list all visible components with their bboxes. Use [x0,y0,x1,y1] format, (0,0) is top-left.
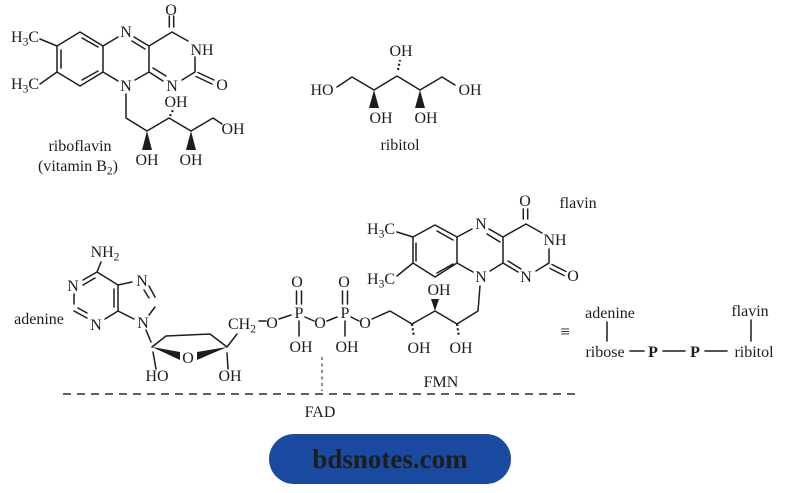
ribitol-oh-bottom-left-label: OH [369,110,393,127]
ribitol-ho-left-label: HO [310,82,333,99]
fad-ribose-structure: O HO OH CH2 [145,314,292,385]
flavin-nh-label: NH [543,232,567,249]
riboflavin-oh-hash-bond [169,107,175,117]
schematic-adenine-label: adenine [585,305,635,322]
phosphate-p2-oh-label: OH [335,339,359,356]
ribose-skeleton [151,314,292,370]
phosphate-p2-label: P [341,305,350,322]
ribose-ho-label: HO [145,368,168,385]
ribitol-oh-right-label: OH [458,82,482,99]
riboflavin-structure: H3C H3C N N NH N O O OH OH OH OH ribofla… [11,2,245,178]
flavin-n5-label: N [475,216,487,233]
schematic-p-right-label: P [690,344,700,361]
ribitol-oh-hash-bond [396,59,402,71]
ribose-ch2-label: CH2 [228,316,256,336]
riboflavin-chain-oh-terminal-label: OH [221,121,245,138]
ribityl-hash-bonds [410,323,461,338]
riboflavin-wedge-right [186,131,196,150]
schematic-p-left-label: P [648,344,658,361]
ribityl-oh-left-label: OH [407,340,431,357]
diphosphate-skeleton [295,285,481,337]
riboflavin-chain-oh-right-label: OH [179,152,203,169]
ribityl-oh-top-label: OH [427,282,451,299]
fad-label: FAD [305,404,336,421]
riboflavin-nh-label: NH [190,42,214,59]
ribitol-oh-bottom-right-label: OH [414,110,438,127]
phosphate-p1-label: P [295,305,304,322]
riboflavin-n5-label: N [120,24,132,41]
brand-badge-text: bdsnotes.com [312,444,468,474]
schematic-ribitol-label: ribitol [734,344,774,361]
riboflavin-oxo-right-label: O [216,77,228,94]
riboflavin-vitamin-caption: (vitamin B2) [38,158,118,178]
adenine-amino-label: NH2 [91,244,120,264]
ribitol-skeleton [336,75,456,91]
fad-schematic: ≡ adenine ribose P P ribitol flavin [560,303,774,361]
riboflavin-wedge-left [142,131,152,150]
riboflavin-methyl-bottom-label: H3C [11,76,39,96]
phosphate-o-right-label: O [359,315,371,332]
schematic-flavin-label: flavin [731,303,768,320]
flavin-methyl-top-label: H3C [367,221,395,241]
flavin-oxo-right-label: O [567,268,579,285]
brand-badge: bdsnotes.com [269,434,511,484]
flavin-skeleton [396,208,567,278]
riboflavin-n10-label: N [120,78,132,95]
phosphate-o-left-label: O [266,315,278,332]
ribityl-oh-right-label: OH [449,340,473,357]
phosphate-p2-oxo-label: O [338,274,350,291]
riboflavin-skeleton [39,15,223,132]
flavin-oxo-top-label: O [519,193,531,210]
brand-badge-pill[interactable] [269,434,511,484]
riboflavin-methyl-top-label: H3C [11,29,39,49]
fmn-fad-partition: FMN FAD [63,357,578,421]
flavin-methyl-bottom-label: H3C [367,271,395,291]
fad-adenine-structure: NH2 N N N N adenine [14,244,156,343]
flavin-n1-label: N [520,269,532,286]
ribitol-wedge-left [369,90,379,108]
riboflavin-oxo-top-label: O [165,2,177,19]
ribose-wedge-left [152,347,180,360]
adenine-n3-label: N [90,317,102,334]
riboflavin-chain-oh-left-label: OH [135,152,159,169]
schematic-connectors [606,319,752,352]
riboflavin-chain-oh-top-label: OH [164,94,188,111]
flavin-n10-label: N [475,269,487,286]
ribityl-wedge-up [431,299,439,311]
fad-flavin-structure: H3C H3C N N NH N O O flavin [367,193,597,291]
ribitol-wedge-right [415,90,425,108]
equivalence-symbol: ≡ [560,322,570,341]
fad-diphosphate-structure: O P O OH O P O OH O OH OH OH [266,274,481,357]
ribose-ring-o-label: O [182,350,194,367]
flavin-caption: flavin [559,195,596,212]
adenine-skeleton [73,261,156,343]
phosphate-p1-oxo-label: O [291,274,303,291]
adenine-n1-label: N [67,278,79,295]
ribitol-oh-top-label: OH [389,43,413,60]
ribose-oh-label: OH [218,368,242,385]
fmn-label: FMN [424,374,459,391]
adenine-n7-label: N [136,273,148,290]
adenine-caption: adenine [14,311,64,328]
riboflavin-caption: riboflavin [48,138,111,155]
schematic-ribose-label: ribose [585,344,624,361]
phosphate-o-bridge-label: O [314,315,326,332]
ribitol-structure: HO OH OH OH OH ribitol [310,43,482,154]
riboflavin-n1-label: N [166,78,178,95]
ribose-wedge-right [197,347,227,360]
adenine-n9-label: N [137,315,149,332]
phosphate-p1-oh-label: OH [289,339,313,356]
ribitol-caption: ribitol [380,137,420,154]
